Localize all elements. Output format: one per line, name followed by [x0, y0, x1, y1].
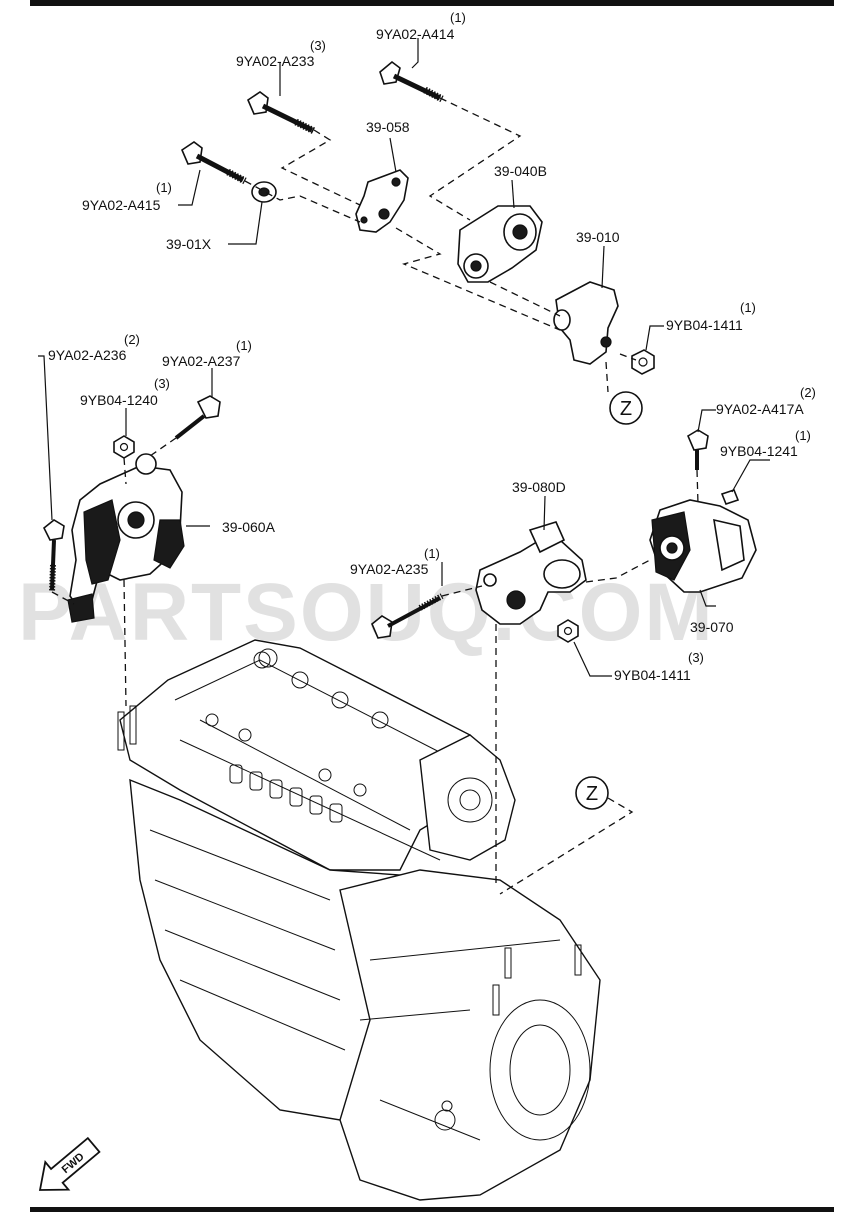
bracket-39-010: [553, 281, 619, 365]
label-9ya02-a235: 9YA02-A235: [350, 561, 429, 577]
leaders-center: [441, 495, 612, 677]
mount-39-040b: [457, 205, 543, 283]
bracket-39-058: [355, 169, 409, 233]
label-9yb04-1411-top: 9YB04-1411: [666, 317, 743, 333]
qty-9ya02-a415: (1): [156, 180, 172, 195]
bolt-9ya02-a236: [42, 519, 65, 593]
assembly-lines-left: [51, 437, 177, 707]
label-9ya02-a417a: 9YA02-A417A: [716, 401, 804, 417]
bolt-9ya02-a233: [247, 91, 316, 135]
qty-9ya02-a236: (2): [124, 332, 140, 347]
label-9yb04-1411-bottom: 9YB04-1411: [614, 667, 691, 683]
bolt-9ya02-a414: [379, 60, 444, 103]
assembly-lines-right: [696, 469, 699, 505]
label-39-060a: 39-060A: [222, 519, 276, 535]
label-9ya02-a414: 9YA02-A414: [376, 26, 455, 42]
qty-9yb04-1411-bottom: (3): [688, 650, 704, 665]
svg-text:Z: Z: [620, 398, 632, 420]
leaders-top: [178, 38, 664, 351]
qty-9ya02-a233: (3): [310, 38, 326, 53]
svg-text:Z: Z: [586, 783, 598, 805]
qty-9ya02-a414: (1): [450, 10, 466, 25]
nut-9yb04-1411-top: [631, 349, 655, 375]
washer-39-01x: [251, 181, 277, 203]
label-39-058: 39-058: [366, 119, 410, 135]
bolt-9ya02-a415: [181, 141, 247, 185]
qty-9ya02-a417a: (2): [800, 385, 816, 400]
clip-9yb04-1241: [720, 489, 740, 505]
qty-9ya02-a237: (1): [236, 338, 252, 353]
bottom-border: [30, 1207, 834, 1212]
qty-9ya02-a235: (1): [424, 546, 440, 561]
mount-39-070: [649, 499, 757, 593]
label-9yb04-1240: 9YB04-1240: [80, 392, 158, 408]
assembly-lines-center: [441, 559, 651, 884]
label-39-080d: 39-080D: [512, 479, 566, 495]
qty-9yb04-1241: (1): [795, 428, 811, 443]
part-labels: (1) 9YA02-A414 (3) 9YA02-A233 39-058 39-…: [48, 10, 816, 683]
fwd-arrow: FWD: [38, 1136, 101, 1191]
qty-9yb04-1411-top: (1): [740, 300, 756, 315]
assembly-lines-top: [244, 97, 637, 393]
engine-assembly: [117, 639, 601, 1201]
label-9yb04-1241: 9YB04-1241: [720, 443, 798, 459]
label-39-010: 39-010: [576, 229, 620, 245]
nut-9yb04-1240: [113, 435, 135, 459]
label-39-01x: 39-01X: [166, 236, 212, 252]
bolt-9ya02-a417a: [686, 429, 709, 470]
qty-9yb04-1240: (3): [154, 376, 170, 391]
label-9ya02-a236: 9YA02-A236: [48, 347, 127, 363]
watermark: PARTSOUQ.COM: [18, 567, 715, 658]
nut-9yb04-1411-bottom: [557, 619, 579, 643]
label-39-040b: 39-040B: [494, 163, 547, 179]
z-marker-top: Z: [609, 391, 643, 425]
bolt-9ya02-a237: [174, 395, 221, 440]
label-9ya02-a415: 9YA02-A415: [82, 197, 161, 213]
leaders-right: [697, 409, 770, 607]
leaders-left: [38, 355, 213, 527]
mount-39-080d: [475, 521, 587, 625]
mount-39-060a: [67, 453, 185, 623]
label-39-070: 39-070: [690, 619, 734, 635]
label-9ya02-a237: 9YA02-A237: [162, 353, 241, 369]
label-9ya02-a233: 9YA02-A233: [236, 53, 315, 69]
bolt-9ya02-a235: [371, 593, 444, 639]
top-border: [30, 0, 834, 6]
z-marker-bottom: Z: [499, 776, 634, 895]
